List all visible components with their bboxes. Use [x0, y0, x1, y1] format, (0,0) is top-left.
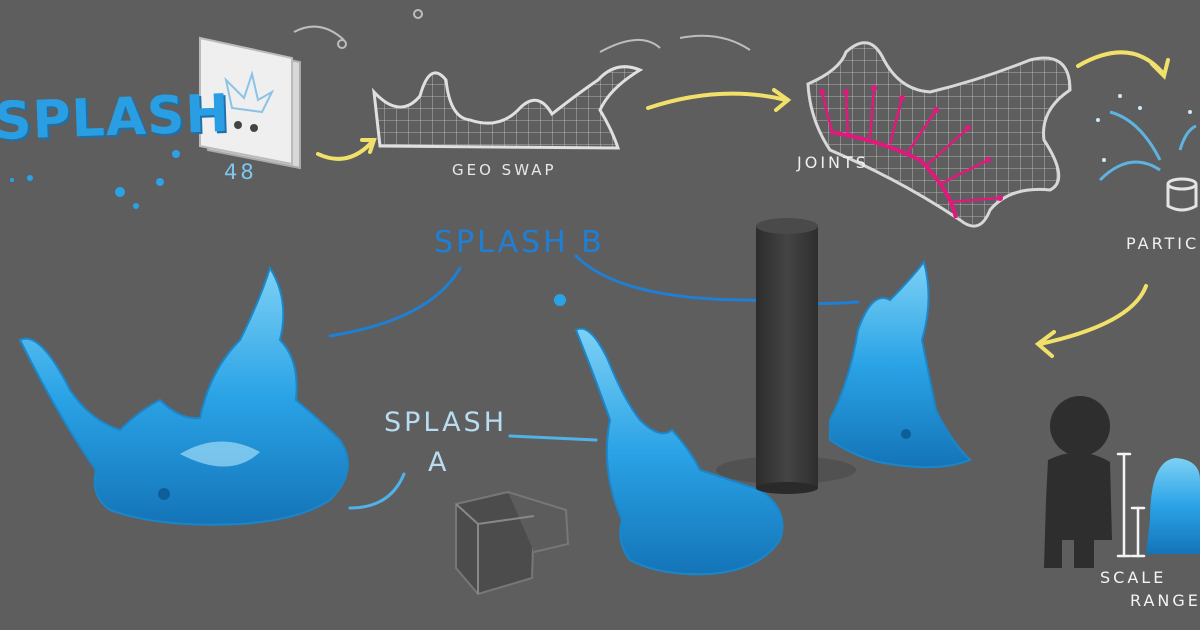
gray-box [455, 490, 570, 596]
geo-swap-mesh [293, 9, 751, 150]
splash-b-label: SPLASH B [434, 225, 605, 260]
particles-label: PARTIC [1126, 234, 1200, 253]
splash-a-center [554, 294, 784, 576]
flipbook-texture-icon [199, 36, 301, 170]
particle-emitter [1096, 94, 1198, 212]
joints-label: JOINTS [797, 153, 869, 172]
scale-range-label-line2: RANGE [1130, 591, 1200, 610]
splash-a-label-line1: SPLASH [384, 407, 507, 438]
splash-logo-text: SPLASH [0, 83, 231, 153]
joints-mesh [806, 41, 1072, 228]
logo-droplets [10, 150, 180, 209]
splash-a-left [18, 265, 349, 526]
splash-b-right [829, 259, 972, 469]
scale-range-figure [1044, 396, 1200, 568]
geo-swap-label: GEO SWAP [452, 161, 557, 179]
pillar [716, 218, 856, 494]
flipbook-count-label: 48 [224, 160, 257, 184]
flow-arrows [316, 50, 1170, 358]
scale-range-label-line1: SCALE [1100, 568, 1167, 587]
callout-lines [328, 254, 860, 510]
splash-a-label-line2: A [428, 447, 449, 478]
